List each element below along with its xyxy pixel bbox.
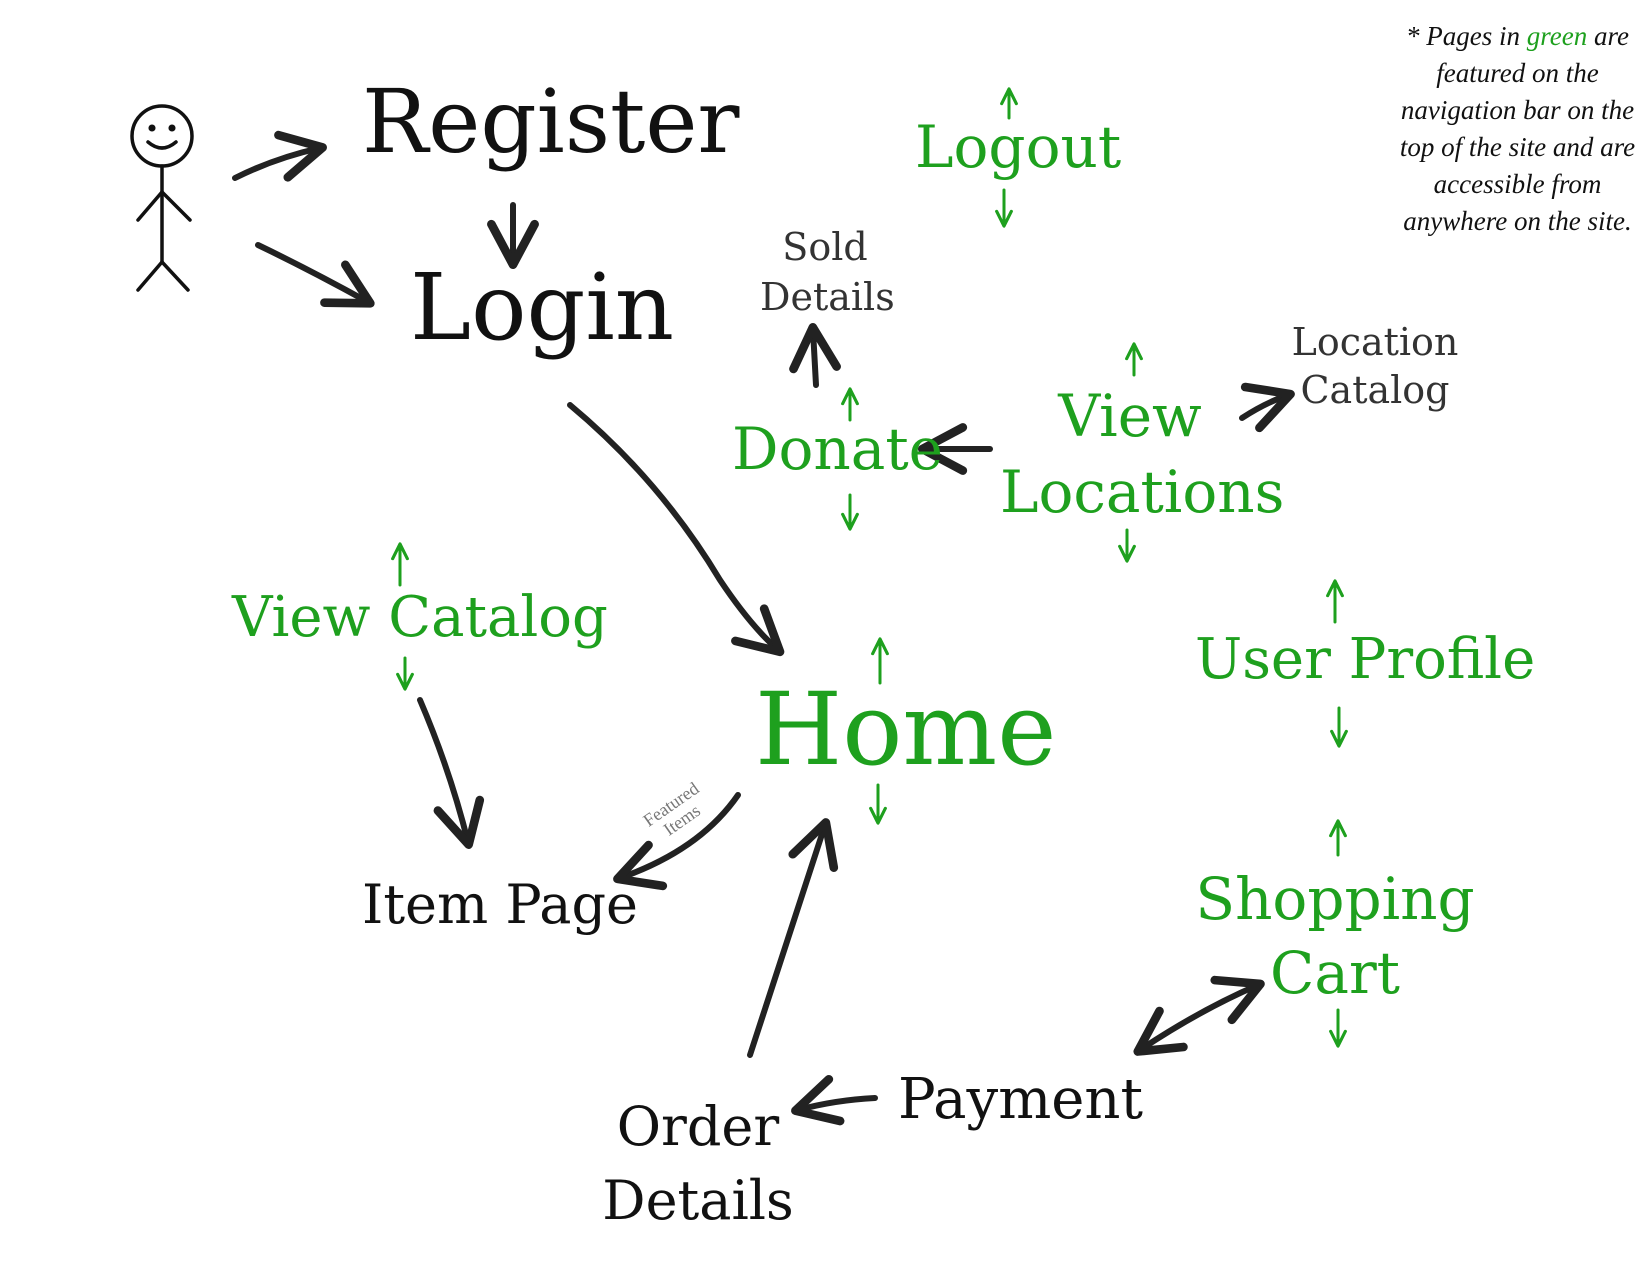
arrow-payment-cart — [1133, 975, 1265, 1056]
node-register: Register — [362, 70, 740, 173]
location-catalog-line-1: Location — [1291, 320, 1459, 364]
shopping-cart-line-1: Shopping — [1195, 865, 1475, 933]
note-prefix: * Pages in — [1406, 21, 1520, 51]
node-sold-details: Sold Details — [760, 222, 895, 322]
node-payment: Payment — [898, 1067, 1143, 1132]
sold-details-line-1: Sold — [782, 225, 868, 269]
node-view-locations: View Locations — [1000, 378, 1285, 530]
arrow-user-to-login — [255, 242, 375, 308]
order-details-line-1: Order — [616, 1095, 780, 1158]
shopping-cart-line-2: Cart — [1270, 939, 1400, 1007]
note-green-word: green — [1526, 21, 1588, 51]
node-user-profile: User Profile — [1195, 627, 1536, 692]
user-stick-figure — [130, 104, 194, 292]
arrow-orders-to-home — [747, 818, 839, 1058]
arrow-catalog-to-item — [417, 697, 485, 849]
node-logout: Logout — [915, 113, 1122, 181]
node-shopping-cart: Shopping Cart — [1190, 862, 1480, 1010]
node-login: Login — [410, 254, 675, 361]
node-item-page: Item Page — [362, 873, 638, 936]
arrow-user-to-register — [232, 130, 327, 182]
note-suffix: are featured on the navigation bar on th… — [1399, 21, 1636, 236]
node-home: Home — [755, 671, 1057, 788]
arrow-login-to-home — [567, 402, 785, 657]
arrow-payment-to-order — [791, 1074, 878, 1126]
node-location-catalog: Location Catalog — [1290, 318, 1460, 414]
view-locations-line-1: View — [1058, 382, 1202, 450]
arrow-donate-to-sold — [789, 322, 841, 388]
order-details-line-2: Details — [602, 1169, 794, 1232]
legend-note: * Pages in green are featured on the nav… — [1395, 18, 1640, 240]
nav-arrows — [391, 87, 1348, 1048]
location-catalog-line-2: Catalog — [1300, 368, 1450, 412]
view-locations-line-2: Locations — [1000, 458, 1285, 526]
arrow-locations-to-catalog — [1239, 382, 1295, 433]
arrow-home-to-item — [613, 792, 741, 891]
node-view-catalog: View Catalog — [232, 585, 608, 650]
node-donate: Donate — [732, 415, 943, 483]
sold-details-line-2: Details — [760, 275, 895, 319]
node-order-details: Order Details — [598, 1090, 798, 1238]
